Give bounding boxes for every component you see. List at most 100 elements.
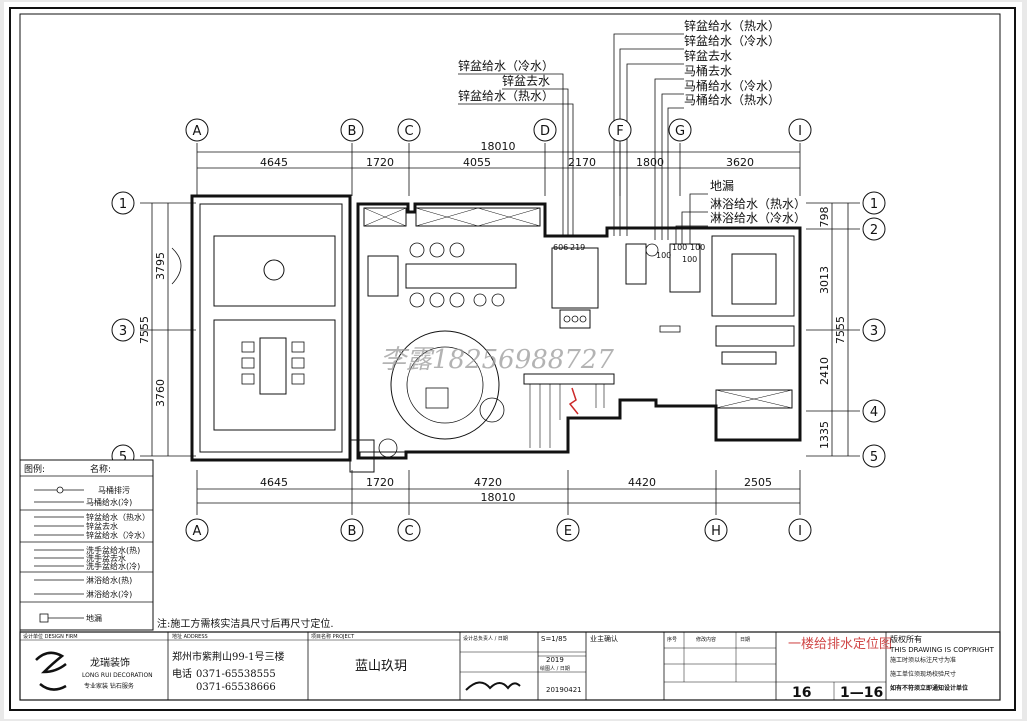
bottom-dim-1: 4645 xyxy=(260,476,288,489)
design-lead-label: 设计总负责人 / 日期 xyxy=(463,635,508,642)
outer-border xyxy=(9,7,1016,711)
axis-bottom-h: H xyxy=(711,524,721,539)
company-slogan: 专业家装 钻石服务 xyxy=(84,682,134,690)
construction-note: 注:施工方需核实洁具尺寸后再尺寸定位. xyxy=(157,617,334,630)
fixture-dim-100-b: 100 xyxy=(672,243,687,252)
axis-top-f: F xyxy=(616,124,623,139)
title-block xyxy=(19,631,1001,701)
axis-top-i: I xyxy=(798,124,802,139)
date-label: 日期 xyxy=(740,637,750,643)
left-dimension-line xyxy=(140,202,196,457)
fixture-dimension-labels: 606 219 100 100 100 100 xyxy=(553,243,705,264)
project-label: 项目名称 PROJECT xyxy=(311,633,355,640)
top-dim-1: 4645 xyxy=(260,156,288,169)
leader-lines-right xyxy=(675,193,708,244)
fixture-dim-219: 219 xyxy=(570,243,585,252)
right-dimensions: 798 3013 2410 1335 7555 xyxy=(818,207,847,450)
phone-1: 0371-65538555 xyxy=(196,669,276,680)
drawing-scale: S=1/85 xyxy=(541,635,567,643)
note-1: 施工时须以标注尺寸为准 xyxy=(890,656,956,664)
right-total-dim: 7555 xyxy=(834,316,847,344)
axis-right-2: 2 xyxy=(870,223,878,238)
legend-item-8: 淋浴给水(热) xyxy=(86,575,132,585)
legend-header-symbol: 图例: xyxy=(24,463,45,475)
legend-item-0: 马桶排污 xyxy=(98,485,130,495)
project-name: 蓝山玖玥 xyxy=(355,658,407,674)
legend-item-7: 洗手盆给水(冷) xyxy=(86,561,140,571)
bottom-dimensions: 4645 1720 4720 4420 2505 18010 xyxy=(260,476,772,504)
label-shower-hot: 淋浴给水（热水） xyxy=(710,197,806,211)
phone-2: 0371-65538666 xyxy=(196,682,276,693)
fixture-dim-100-c: 100 xyxy=(690,243,705,252)
top-dimensions: 18010 4645 1720 4055 2170 1800 3620 xyxy=(260,140,754,169)
legend-item-9: 淋浴给水(冷) xyxy=(86,589,132,599)
designer-label: 设计单位 DESIGN FIRM xyxy=(23,633,78,640)
top-dim-3: 4055 xyxy=(463,156,491,169)
label-toilet-cold: 马桶给水（冷水） xyxy=(684,78,780,93)
company-address: 郑州市紫荆山99-1号三楼 xyxy=(172,650,284,663)
company-name: 龙瑞装饰 xyxy=(90,656,130,669)
right-dim-3: 2410 xyxy=(818,357,831,385)
legend-header-name: 名称: xyxy=(90,463,111,475)
axis-bottom-a: A xyxy=(193,524,202,539)
legend-item-3: 锌盆去水 xyxy=(86,521,118,531)
door-arc xyxy=(171,247,182,285)
left-total-dim: 7555 xyxy=(138,316,151,344)
top-dim-5: 1800 xyxy=(636,156,664,169)
drawing-title: 一楼给排水定位图 xyxy=(788,637,892,652)
sheet-number: 16 xyxy=(792,685,811,701)
label-sink-drain-2: 锌盆去水 xyxy=(502,74,550,88)
label-sink-cold-2: 锌盆给水（冷水） xyxy=(458,59,554,73)
right-dimension-line xyxy=(806,202,860,457)
axis-bottom-e: E xyxy=(564,524,572,539)
company-name-en: LONG RUI DECORATION xyxy=(82,672,153,679)
bottom-dim-4: 4420 xyxy=(628,476,656,489)
leader-lines-top-left xyxy=(458,73,574,236)
legend-item-4: 锌盆给水（冷水） xyxy=(86,530,150,540)
axis-bottom-i: I xyxy=(798,524,802,539)
watermark: 李露18256988727 xyxy=(380,345,614,375)
right-dim-1: 798 xyxy=(818,207,831,228)
axis-top-c: C xyxy=(404,124,413,139)
note-3: 如有不符须立即通知设计单位 xyxy=(890,684,968,692)
label-shower-cold: 淋浴给水（冷水） xyxy=(710,211,806,225)
axis-top-a: A xyxy=(193,124,202,139)
axis-left-1: 1 xyxy=(119,197,127,212)
top-dimension-line xyxy=(196,143,801,196)
legend-item-6: 洗手盆去水 xyxy=(86,553,126,563)
legend-item-2: 锌盆给水（热水） xyxy=(86,512,150,522)
bottom-dim-2: 1720 xyxy=(366,476,394,489)
copyright-en: THIS DRAWING IS COPYRIGHT xyxy=(889,646,995,654)
label-sink-cold: 锌盆给水（冷水） xyxy=(684,34,780,48)
axis-left-5: 5 xyxy=(119,450,127,465)
right-axis-bubbles: 1 2 3 4 5 xyxy=(862,191,886,468)
fixture-dim-606: 606 xyxy=(553,243,568,252)
label-sink-hot-2: 锌盆给水（热水） xyxy=(458,89,554,103)
phone-label: 电话 xyxy=(172,667,192,680)
signature-mark xyxy=(465,681,521,691)
label-toilet-drain: 马桶去水 xyxy=(684,63,732,78)
top-dim-2: 1720 xyxy=(366,156,394,169)
legend: 图例: 名称: 马桶排污 马桶给水(冷) 锌盆给水（热水） 锌盆去水 锌盆给水（… xyxy=(19,459,154,631)
legend-item-10: 地漏 xyxy=(86,613,102,623)
sheet-range: 1—16 xyxy=(840,685,883,701)
top-total-dim: 18010 xyxy=(481,140,516,153)
fixture-dim-100-a: 100 xyxy=(656,251,671,260)
serial-label: 序号 xyxy=(667,636,677,643)
axis-right-3: 3 xyxy=(870,324,878,339)
bottom-total-dim: 18010 xyxy=(481,491,516,504)
axis-right-5: 5 xyxy=(870,450,878,465)
label-sink-drain: 锌盆去水 xyxy=(684,49,732,63)
fixture-dim-100-d: 100 xyxy=(682,255,697,264)
year: 2019 xyxy=(546,656,564,664)
revision-label: 修改内容 xyxy=(696,636,716,643)
legend-item-1: 马桶给水(冷) xyxy=(86,497,132,507)
axis-top-g: G xyxy=(675,124,685,139)
axis-bottom-c: C xyxy=(404,524,413,539)
axis-top-d: D xyxy=(540,124,550,139)
right-dim-2: 3013 xyxy=(818,266,831,294)
bottom-dim-5: 2505 xyxy=(744,476,772,489)
paper xyxy=(4,2,1022,719)
top-dim-4: 2170 xyxy=(568,156,596,169)
